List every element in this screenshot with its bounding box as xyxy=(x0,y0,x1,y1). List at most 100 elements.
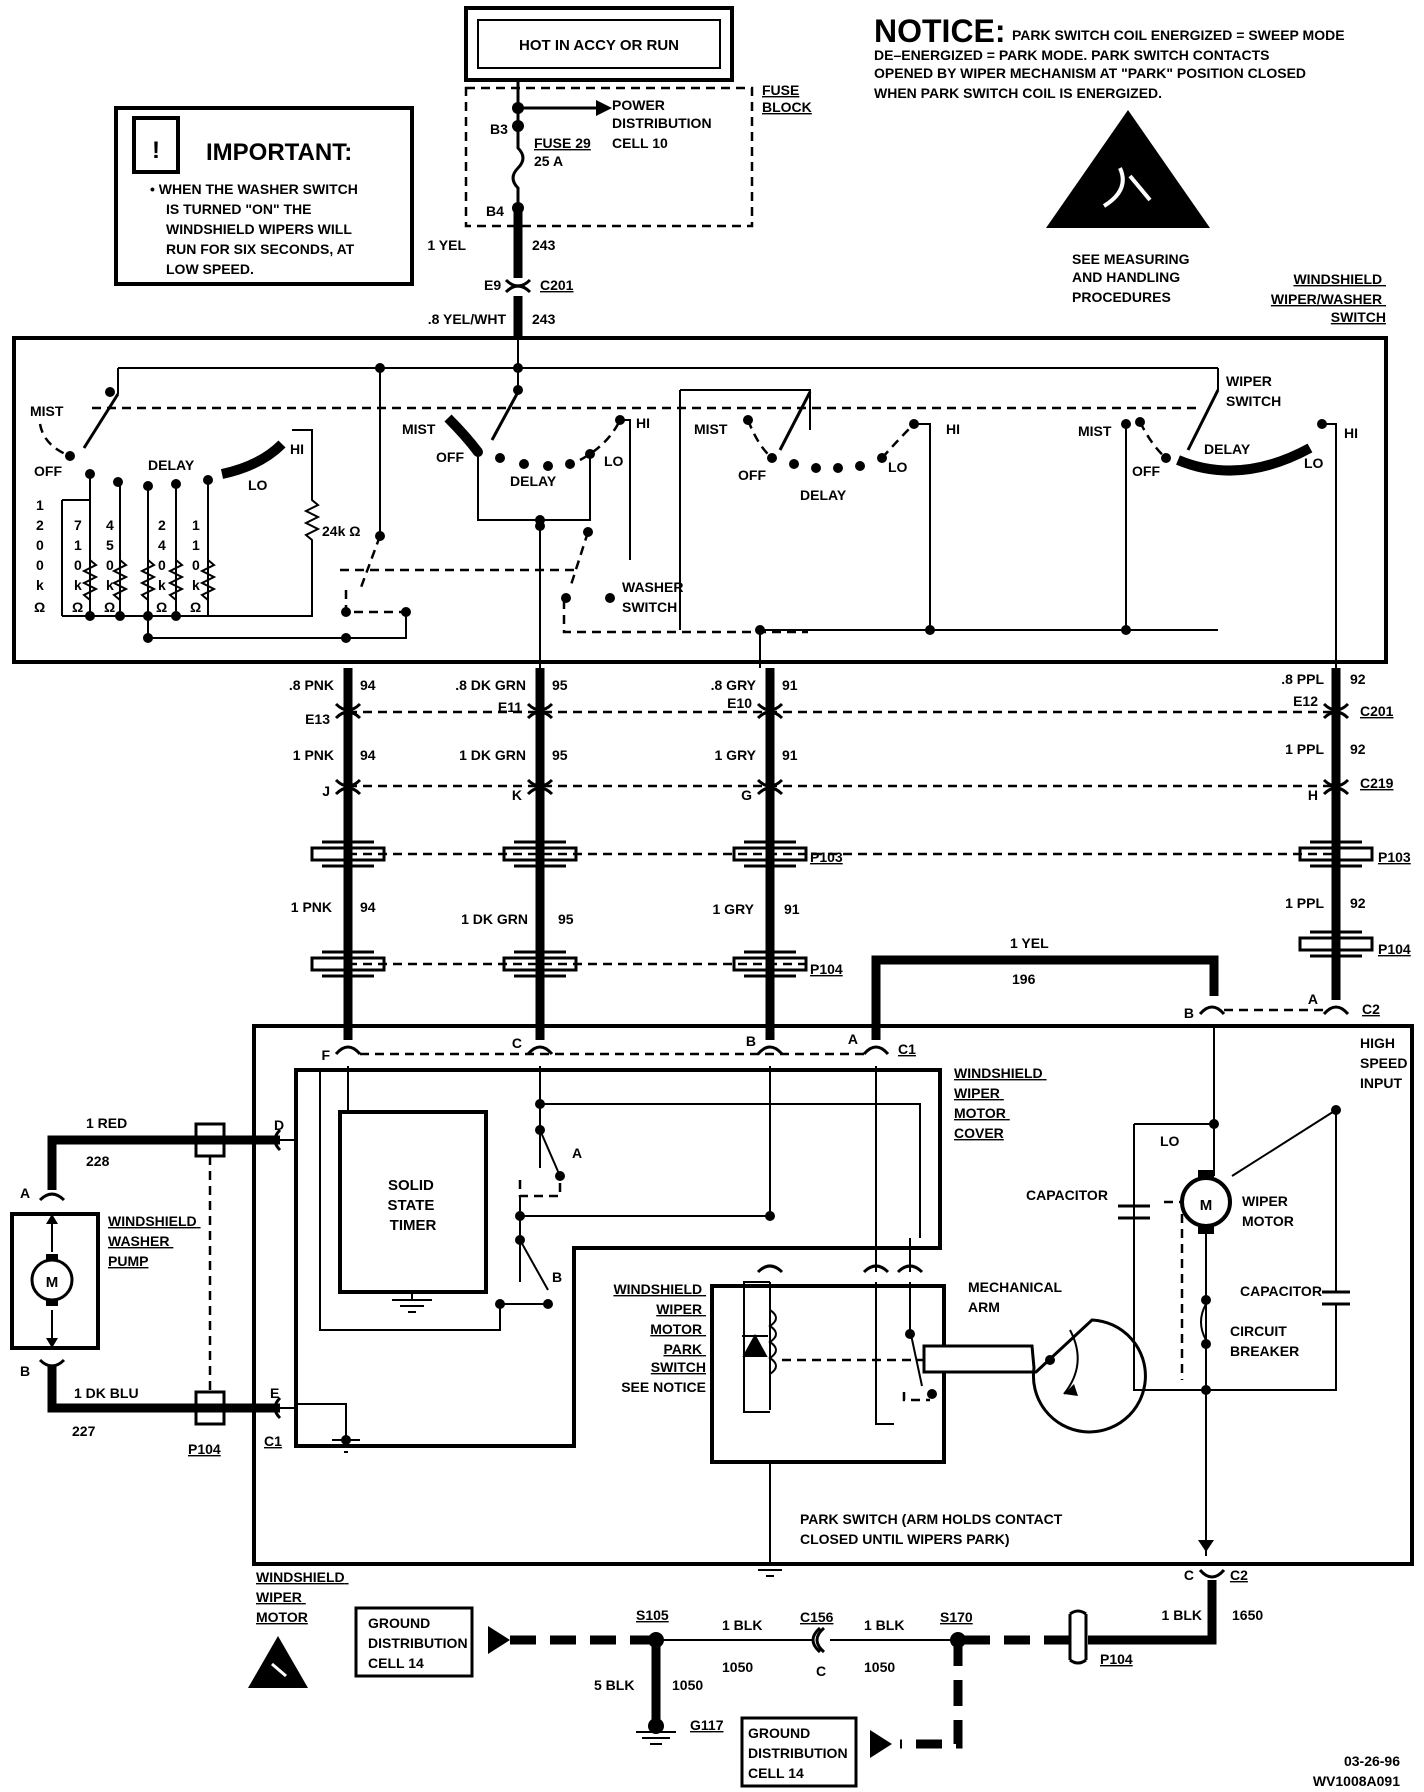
internal-grounds xyxy=(296,1403,788,1577)
svg-text:C: C xyxy=(512,1035,522,1051)
motor-cover xyxy=(294,1068,942,1448)
svg-text:C1: C1 xyxy=(264,1433,282,1449)
park-note: PARK SWITCH (ARM HOLDS CONTACT CLOSED UN… xyxy=(800,1511,1066,1547)
esd-warning-icon xyxy=(1046,110,1210,228)
svg-text:P104: P104 xyxy=(1378,941,1411,957)
svg-text:.8 PPL: .8 PPL xyxy=(1281,671,1324,687)
svg-text:1 DK BLU: 1 DK BLU xyxy=(74,1385,139,1401)
svg-text:GROUND DISTRIBUTION: GROUND DISTRIBUTION CELL 14 xyxy=(368,1615,471,1671)
notice-block: NOTICE: PARK SWITCH COIL ENERGIZED = SWE… xyxy=(874,13,1345,305)
wire-2-num: 243 xyxy=(532,311,556,327)
pump-m: M xyxy=(46,1274,59,1291)
svg-text:H: H xyxy=(1308,787,1318,803)
hi-4: HI xyxy=(1344,425,1358,441)
off-2: OFF xyxy=(436,449,464,465)
fuse-name: FUSE 29 xyxy=(534,135,591,151)
svg-text:A: A xyxy=(1308,991,1318,1007)
wire-2-label: .8 YEL/WHT xyxy=(428,311,507,327)
washer-pump-circuit: 1 RED 228 D 1 DK BLU 227 E C1 P104 A B M… xyxy=(10,1115,296,1457)
important-title: IMPORTANT: xyxy=(206,139,352,166)
svg-text:91: 91 xyxy=(784,901,800,917)
motor-connectors: F C B A C1 B A C2 HIGH SPEED INPUT xyxy=(321,991,1407,1091)
svg-text:E10: E10 xyxy=(727,695,752,711)
svg-text:1 PPL: 1 PPL xyxy=(1285,895,1324,911)
svg-text:B: B xyxy=(746,1033,756,1049)
svg-text:E13: E13 xyxy=(305,711,330,727)
svg-text:C: C xyxy=(1184,1567,1194,1583)
wire-top-label: 1 YEL xyxy=(427,237,466,253)
svg-text:D: D xyxy=(274,1117,284,1133)
svg-text:WINDSHIELD WASHER: WINDSHIELD WASHER PUMP xyxy=(108,1213,201,1269)
washer-switch-label: WASHER SWITCH xyxy=(622,579,687,615)
svg-text:G117: G117 xyxy=(690,1717,724,1733)
svg-text:95: 95 xyxy=(558,911,574,927)
svg-text:LO: LO xyxy=(1160,1133,1180,1149)
svg-text:227: 227 xyxy=(72,1423,96,1439)
hot-label: HOT IN ACCY OR RUN xyxy=(519,37,679,54)
wiper-motor-circuit: CAPACITOR CAPACITOR LO M WIPER MOTOR CIR… xyxy=(1026,1024,1350,1556)
off-1: OFF xyxy=(34,463,62,479)
svg-text:1 PNK: 1 PNK xyxy=(291,899,332,915)
svg-text:C1: C1 xyxy=(898,1041,916,1057)
mist-1: MIST xyxy=(30,403,64,419)
wire-labels: .8 PNK 94 E13 1 PNK 94 J 1 PNK 94 .8 DK … xyxy=(289,671,1411,987)
svg-text:B: B xyxy=(552,1269,562,1285)
svg-text:C2: C2 xyxy=(1230,1567,1248,1583)
esd-small-icon xyxy=(248,1636,308,1688)
svg-text:1 GRY: 1 GRY xyxy=(715,747,757,763)
svg-text:WIPER MOTOR: WIPER MOTOR xyxy=(1242,1193,1294,1229)
delay-4: DELAY xyxy=(1204,441,1251,457)
svg-text:1050: 1050 xyxy=(722,1659,753,1675)
lo-3: LO xyxy=(888,459,908,475)
off-4: OFF xyxy=(1132,463,1160,479)
svg-text:92: 92 xyxy=(1350,671,1366,687)
svg-text:P104: P104 xyxy=(810,961,843,977)
svg-text:C201: C201 xyxy=(1360,703,1394,719)
svg-text:MECHANICAL ARM: MECHANICAL ARM xyxy=(968,1279,1066,1315)
svg-text:CAPACITOR: CAPACITOR xyxy=(1026,1187,1108,1203)
delay-3: DELAY xyxy=(800,487,847,503)
svg-text:94: 94 xyxy=(360,899,376,915)
svg-text:1 BLK: 1 BLK xyxy=(864,1617,904,1633)
svg-text:1 DK GRN: 1 DK GRN xyxy=(459,747,526,763)
svg-text:A: A xyxy=(572,1145,582,1161)
park-switch: WINDSHIELD WIPER MOTOR PARK SWITCH SEE N… xyxy=(613,1264,1012,1550)
pin-b4: B4 xyxy=(486,203,504,219)
diagram-date: 03-26-96 xyxy=(1344,1753,1400,1769)
important-icon: ! xyxy=(152,137,160,164)
svg-text:B: B xyxy=(20,1363,30,1379)
svg-text:1050: 1050 xyxy=(672,1677,703,1693)
svg-text:1650: 1650 xyxy=(1232,1607,1263,1623)
svg-text:C156: C156 xyxy=(800,1609,834,1625)
solid-state-timer: SOLID STATE TIMER xyxy=(338,1066,541,1313)
motor-m: M xyxy=(1200,1197,1213,1214)
svg-text:C: C xyxy=(816,1663,826,1679)
important-text: • WHEN THE WASHER SWITCH IS TURNED "ON" … xyxy=(150,181,362,277)
lo-4: LO xyxy=(1304,455,1324,471)
svg-text:G: G xyxy=(741,787,752,803)
svg-text:94: 94 xyxy=(360,677,376,693)
delay-1: DELAY xyxy=(148,457,195,473)
pin-b3: B3 xyxy=(490,121,508,137)
svg-text:1 GRY: 1 GRY xyxy=(713,901,755,917)
svg-text:GROUND DISTRIBUTION: GROUND DISTRIBUTION CELL 14 xyxy=(748,1725,851,1781)
connector-row-c201 xyxy=(334,702,1350,720)
svg-text:196: 196 xyxy=(1012,971,1036,987)
notice-title: NOTICE: xyxy=(874,13,1006,49)
svg-text:1 BLK: 1 BLK xyxy=(1162,1607,1202,1623)
svg-text:B: B xyxy=(1184,1005,1194,1021)
svg-text:95: 95 xyxy=(552,747,568,763)
svg-text:S170: S170 xyxy=(940,1609,973,1625)
svg-text:5 BLK: 5 BLK xyxy=(594,1677,634,1693)
svg-text:CAPACITOR: CAPACITOR xyxy=(1240,1283,1322,1299)
esd-text: SEE MEASURING AND HANDLING PROCEDURES xyxy=(1072,251,1193,305)
motor-label: WINDSHIELD WIPER MOTOR xyxy=(256,1569,349,1625)
cover-label: WINDSHIELD WIPER MOTOR COVER xyxy=(954,1065,1047,1141)
svg-text:92: 92 xyxy=(1350,741,1366,757)
